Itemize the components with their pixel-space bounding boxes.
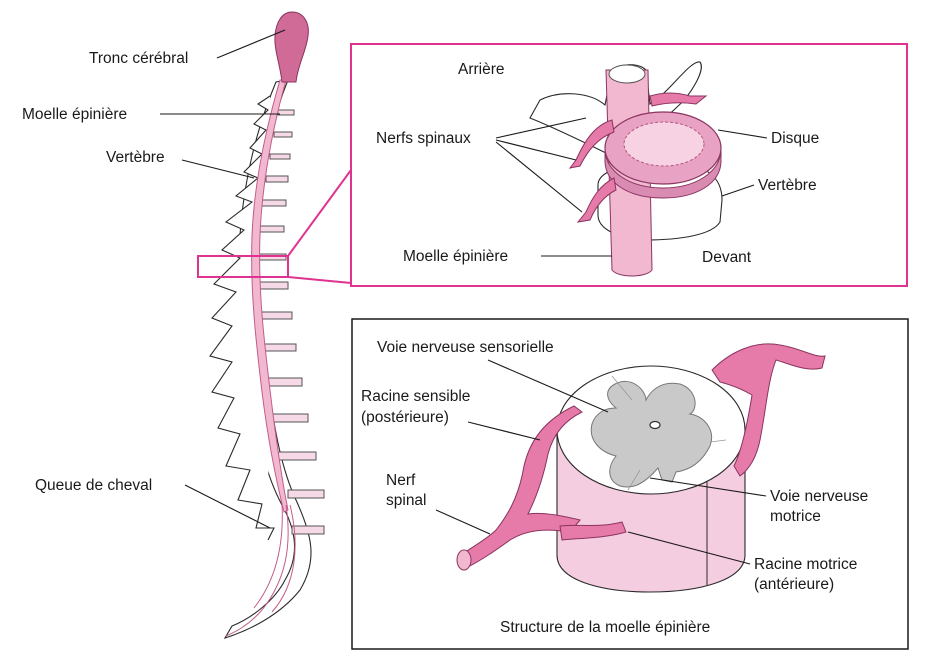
spinal-nerve-right [711, 343, 826, 477]
brainstem [274, 11, 309, 83]
label-sensory-root-1: Racine sensible [361, 388, 470, 405]
inset-connector-bottom [287, 276, 352, 284]
leader-vertebra-inset [721, 184, 755, 197]
leader-spinal-nerve [435, 509, 491, 535]
cord-structure-labels: Voie nerveuse sensorielle Racine sensibl… [361, 339, 868, 636]
cord-cross-section [608, 64, 646, 84]
leader-disc [717, 129, 768, 139]
label-back: Arrière [458, 61, 505, 78]
leader-motor-root [627, 531, 751, 565]
label-cauda-equina: Queue de cheval [35, 477, 152, 494]
label-motor-root-1: Racine motrice [754, 556, 857, 573]
label-spinal-cord: Moelle épinière [22, 106, 127, 123]
label-sensory-root-2: (postérieure) [361, 409, 449, 426]
label-spinal-nerve-2: spinal [386, 492, 427, 509]
cauda-equina-fibres [225, 504, 296, 637]
white-matter-tracts [611, 375, 727, 491]
leader-spinal-nerves-2 [495, 139, 577, 161]
label-motor-root-2: (antérieure) [754, 576, 834, 593]
spine-labels: Tronc cérébral Moelle épinière Vertèbre … [22, 29, 286, 529]
spinal-nerves-inset [568, 92, 708, 223]
vertebra-inset [350, 43, 908, 287]
central-canal [649, 420, 661, 430]
label-sensory-pathway: Voie nerveuse sensorielle [377, 339, 554, 356]
spinal-nerve-cut-end [456, 549, 472, 571]
label-spinal-nerve-1: Nerf [386, 472, 416, 489]
spinal-nerve-left [459, 405, 583, 569]
leader-vertebra [181, 159, 255, 179]
label-spinal-nerves: Nerfs spinaux [376, 130, 471, 147]
disc-rim [604, 149, 722, 199]
label-vertebra: Vertèbre [106, 149, 165, 166]
label-disc: Disque [771, 130, 819, 147]
motor-root-left [559, 521, 627, 541]
highlight-region-box [197, 255, 289, 278]
leader-brainstem [216, 29, 286, 59]
leader-spinal-nerves-1 [495, 117, 587, 139]
label-motor-pathway-1: Voie nerveuse [770, 488, 868, 505]
leader-spinal-nerves-3 [495, 141, 583, 213]
disc-nucleus [623, 121, 705, 167]
inset-connector-top [287, 169, 352, 257]
cord-structure-panel [351, 318, 909, 650]
spinal-cord-column [251, 79, 289, 513]
cord-structure-caption: Structure de la moelle épinière [500, 619, 710, 636]
label-front: Devant [702, 249, 752, 266]
vertebra-inset-labels: Arrière Nerfs spinaux Disque Vertèbre Mo… [376, 61, 819, 266]
leader-sensory-root [467, 421, 541, 441]
label-vertebra-inset: Vertèbre [758, 177, 817, 194]
label-spinal-cord-inset: Moelle épinière [403, 248, 508, 265]
leader-motor-pathway [649, 477, 767, 497]
label-brainstem: Tronc cérébral [89, 50, 188, 67]
leader-sensory-pathway [487, 359, 609, 413]
spinal-column-illustration [197, 11, 352, 639]
leader-cauda-equina [184, 484, 271, 529]
label-motor-pathway-2: motrice [770, 508, 821, 525]
